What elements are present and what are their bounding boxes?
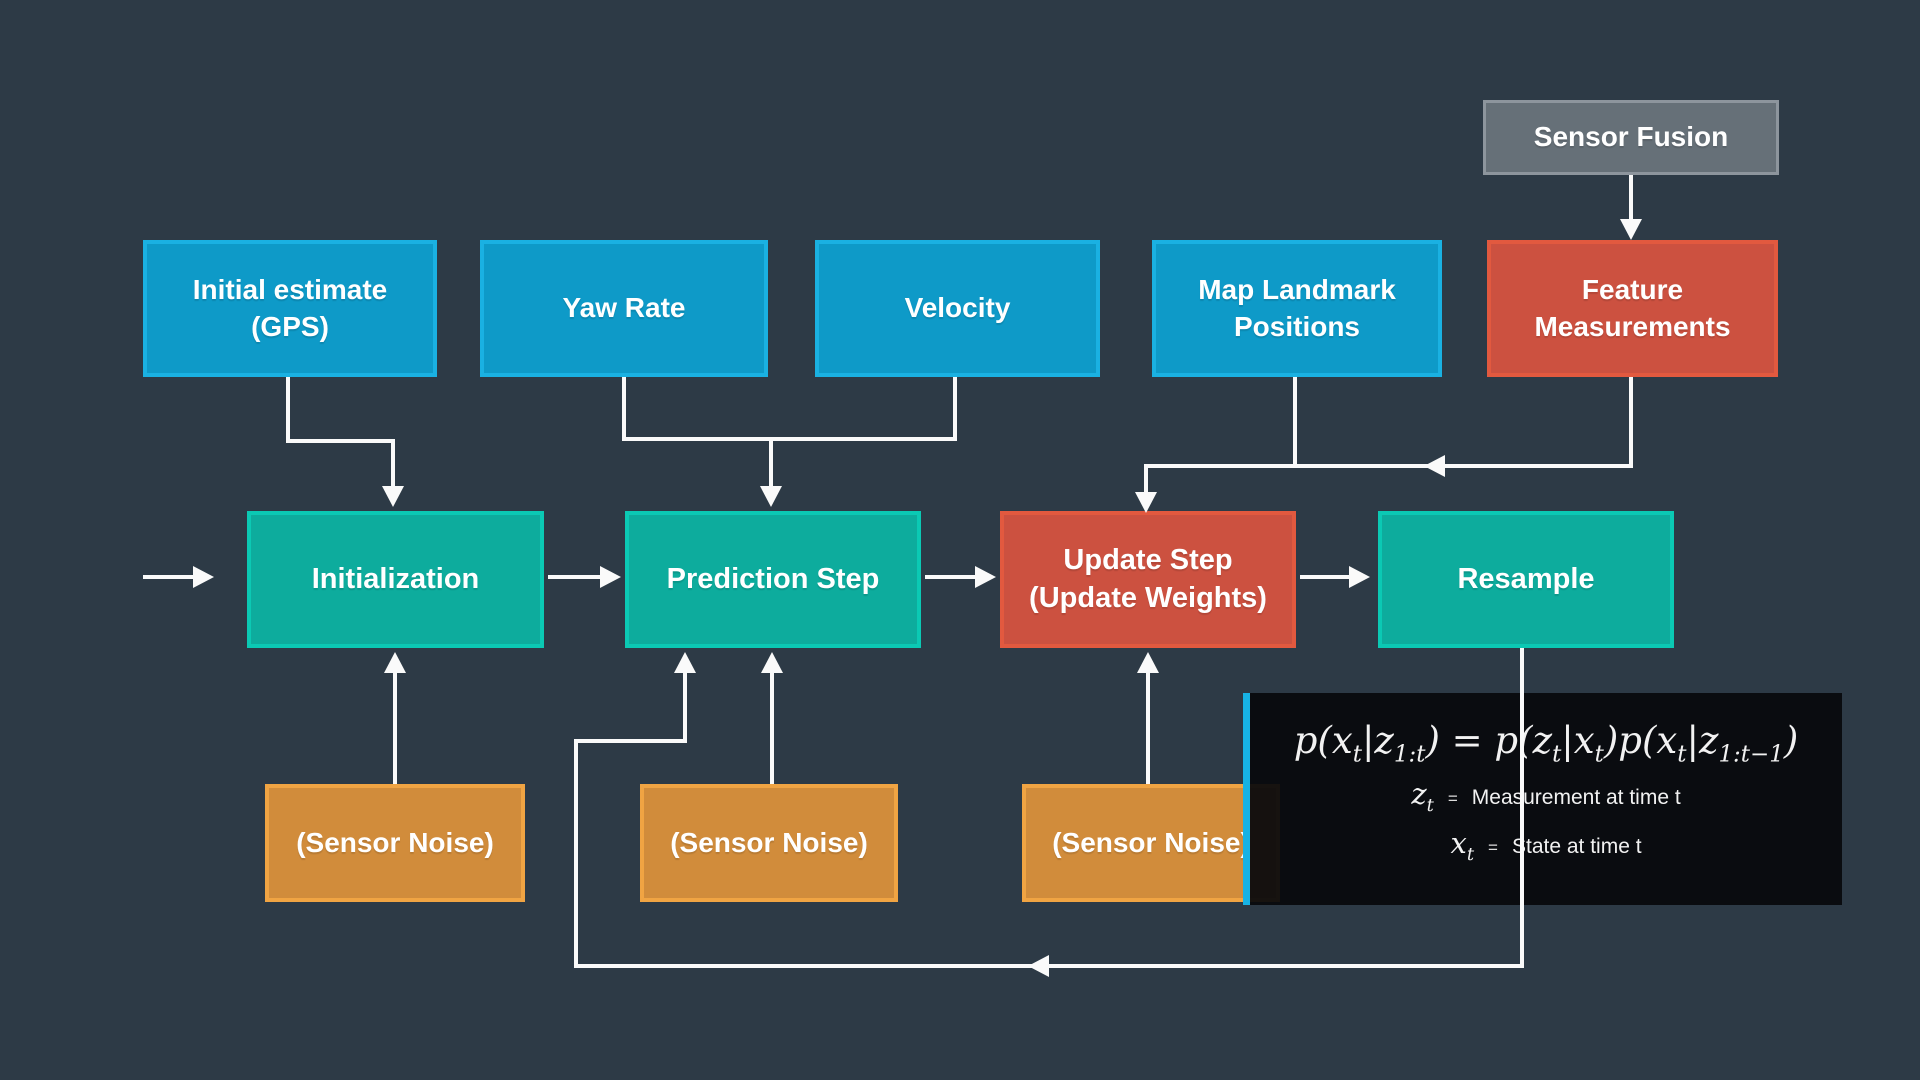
arrow-yawvel-join xyxy=(622,437,957,441)
arrow-init-to-prediction-line xyxy=(548,575,602,579)
node-velocity: Velocity xyxy=(815,240,1100,377)
arrow-yaw-drop xyxy=(622,377,626,441)
formula-legend-measurement: zt = Measurement at time t xyxy=(1411,777,1680,816)
node-sensor-noise-1: (Sensor Noise) xyxy=(265,784,525,902)
arrow-measurement-left-head xyxy=(1424,455,1445,477)
arrow-gps-v1 xyxy=(286,377,290,443)
arrow-init-to-prediction-head xyxy=(600,566,621,588)
formula-panel: p(xt|z1:t) = p(zt|xt)p(xt|z1:t−1) zt = M… xyxy=(1243,693,1842,905)
node-feature-measurements: Feature Measurements xyxy=(1487,240,1778,377)
arrow-gps-v2 xyxy=(391,439,395,489)
arrow-noise1-head xyxy=(384,652,406,673)
arrow-prediction-drop xyxy=(769,437,773,489)
arrow-prediction-to-update-head xyxy=(975,566,996,588)
arrow-update-drop xyxy=(1144,464,1148,498)
arrow-noise2-line xyxy=(770,671,774,784)
arrow-landmarks-drop xyxy=(1293,377,1297,468)
arrow-entry-line xyxy=(143,575,197,579)
arrow-feedback-up-head xyxy=(674,652,696,673)
arrow-gps-head xyxy=(382,486,404,507)
legend-equals: = xyxy=(1488,838,1498,858)
node-yaw-rate: Yaw Rate xyxy=(480,240,768,377)
legend-equals: = xyxy=(1447,789,1458,809)
arrow-noise3-line xyxy=(1146,671,1150,784)
arrow-feedback-rise xyxy=(574,739,578,968)
arrow-noise3-head xyxy=(1137,652,1159,673)
legend-desc-measurement: Measurement at time t xyxy=(1471,786,1681,810)
arrow-velocity-drop xyxy=(953,377,957,441)
arrow-update-to-resample-head xyxy=(1349,566,1370,588)
node-resample: Resample xyxy=(1378,511,1674,648)
arrow-noise1-line xyxy=(393,671,397,784)
arrow-update-head xyxy=(1135,492,1157,513)
legend-symbol-z: zt xyxy=(1411,777,1434,817)
arrow-feedback-left-head xyxy=(1028,955,1049,977)
arrow-features-drop xyxy=(1629,377,1633,468)
arrow-noise2-head xyxy=(761,652,783,673)
node-initialization: Initialization xyxy=(247,511,544,648)
legend-desc-state: State at time t xyxy=(1511,835,1642,859)
arrow-feedback-resample-drop xyxy=(1520,648,1524,968)
arrow-prediction-to-update-line xyxy=(925,575,978,579)
formula-legend-state: xt = State at time t xyxy=(1450,826,1641,865)
node-sensor-noise-2: (Sensor Noise) xyxy=(640,784,898,902)
node-prediction-step: Prediction Step xyxy=(625,511,921,648)
node-map-landmark-positions: Map Landmark Positions xyxy=(1152,240,1442,377)
node-initial-estimate-gps: Initial estimate (GPS) xyxy=(143,240,437,377)
arrow-prediction-head xyxy=(760,486,782,507)
arrow-feedback-bottom xyxy=(574,964,1524,968)
node-sensor-noise-3: (Sensor Noise) xyxy=(1022,784,1280,902)
node-update-step: Update Step (Update Weights) xyxy=(1000,511,1296,648)
arrow-entry-head xyxy=(193,566,214,588)
arrow-fusion-line xyxy=(1629,175,1633,223)
arrow-fusion-head xyxy=(1620,219,1642,240)
arrow-feedback-shelf xyxy=(574,739,687,743)
arrow-measurement-join xyxy=(1144,464,1633,468)
formula-expression: p(xt|z1:t) = p(zt|xt)p(xt|z1:t−1) xyxy=(1293,719,1799,768)
arrow-gps-h xyxy=(286,439,395,443)
arrow-feedback-up xyxy=(683,671,687,743)
node-sensor-fusion: Sensor Fusion xyxy=(1483,100,1779,175)
legend-symbol-x: xt xyxy=(1450,826,1475,865)
arrow-update-to-resample-line xyxy=(1300,575,1352,579)
